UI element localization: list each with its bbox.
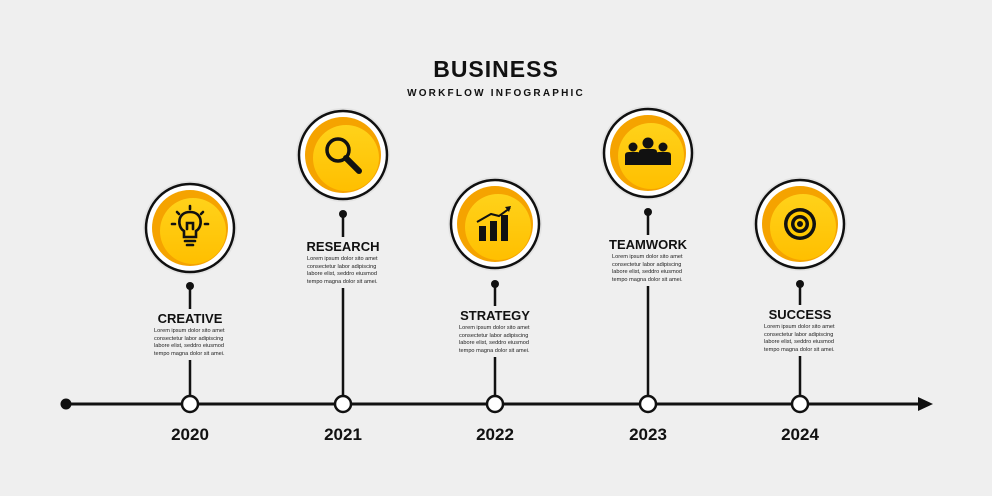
desc-line: consectetur labor adipiscing [307,263,377,270]
icon-badge [448,177,542,271]
timeline-node [485,394,505,414]
team-icon [625,137,671,165]
timeline-node [333,394,353,414]
step-label-strategy: STRATEGY [425,306,565,325]
desc-line: Lorem ipsum dolor sito amet [764,324,835,330]
connector-dot-top [796,280,804,288]
desc-line: consectetur labor adipiscing [764,331,834,338]
desc-line: Lorem ipsum dolor sito amet [307,256,378,262]
step-label-creative: CREATIVE [120,309,260,328]
icon-badge [143,181,237,275]
year-label-2023: 2023 [629,425,667,444]
connector-dot-top [644,208,652,216]
step-desc-research: Lorem ipsum dolor sito amet consectetur … [305,254,419,289]
icon-badge [296,108,390,202]
desc-line: tempo magna dolor sit amei. [459,347,530,354]
desc-line: labore elist, seddro eiusmod [612,269,682,276]
desc-line: tempo magna dolor sit amei. [612,276,683,283]
desc-line: Lorem ipsum dolor sito amet [459,325,530,331]
desc-line: labore elist, seddro eiusmod [154,343,224,350]
desc-line: Lorem ipsum dolor sito amet [154,328,225,334]
step-2022 [448,177,542,414]
step-label-teamwork: TEAMWORK [578,235,718,254]
desc-line: tempo magna dolor sit amei. [307,278,378,285]
step-desc-strategy: Lorem ipsum dolor sito amet consectetur … [457,323,571,358]
timeline-start-dot [60,398,72,410]
desc-line: labore elist, seddro eiusmod [459,340,529,347]
desc-line: consectetur labor adipiscing [612,261,682,268]
timeline-node [790,394,810,414]
step-label-research: RESEARCH [273,237,413,256]
desc-line: tempo magna dolor sit amei. [154,350,225,357]
connector-dot-top [491,280,499,288]
timeline-node [638,394,658,414]
year-label-2020: 2020 [171,425,209,444]
step-2021 [296,108,390,414]
year-label-2024: 2024 [781,425,819,444]
desc-line: labore elist, seddro eiusmod [307,271,377,278]
step-desc-success: Lorem ipsum dolor sito amet consectetur … [762,322,876,357]
step-desc-teamwork: Lorem ipsum dolor sito amet consectetur … [610,252,724,287]
desc-line: consectetur labor adipiscing [154,335,224,342]
timeline-arrowhead [918,397,933,411]
target-icon [784,208,816,240]
step-desc-creative: Lorem ipsum dolor sito amet consectetur … [152,326,266,361]
desc-line: labore elist, seddro eiusmod [764,339,834,346]
growth-chart-icon [476,206,511,241]
magnifier-icon [325,137,362,174]
step-2020 [143,181,237,414]
desc-line: consectetur labor adipiscing [459,332,529,339]
connector-dot-top [339,210,347,218]
connector-dot-top [186,282,194,290]
timeline-node [180,394,200,414]
year-label-2022: 2022 [476,425,514,444]
desc-line: Lorem ipsum dolor sito amet [612,254,683,260]
lightbulb-icon [170,204,210,247]
step-2023 [601,106,695,414]
step-label-success: SUCCESS [730,305,870,324]
desc-line: tempo magna dolor sit amei. [764,346,835,353]
page-subtitle: WORKFLOW INFOGRAPHIC [407,88,585,99]
icon-badge [601,106,695,200]
year-label-2021: 2021 [324,425,362,444]
step-2024 [753,177,847,414]
icon-badge [753,177,847,271]
page-title: BUSINESS [433,56,559,82]
